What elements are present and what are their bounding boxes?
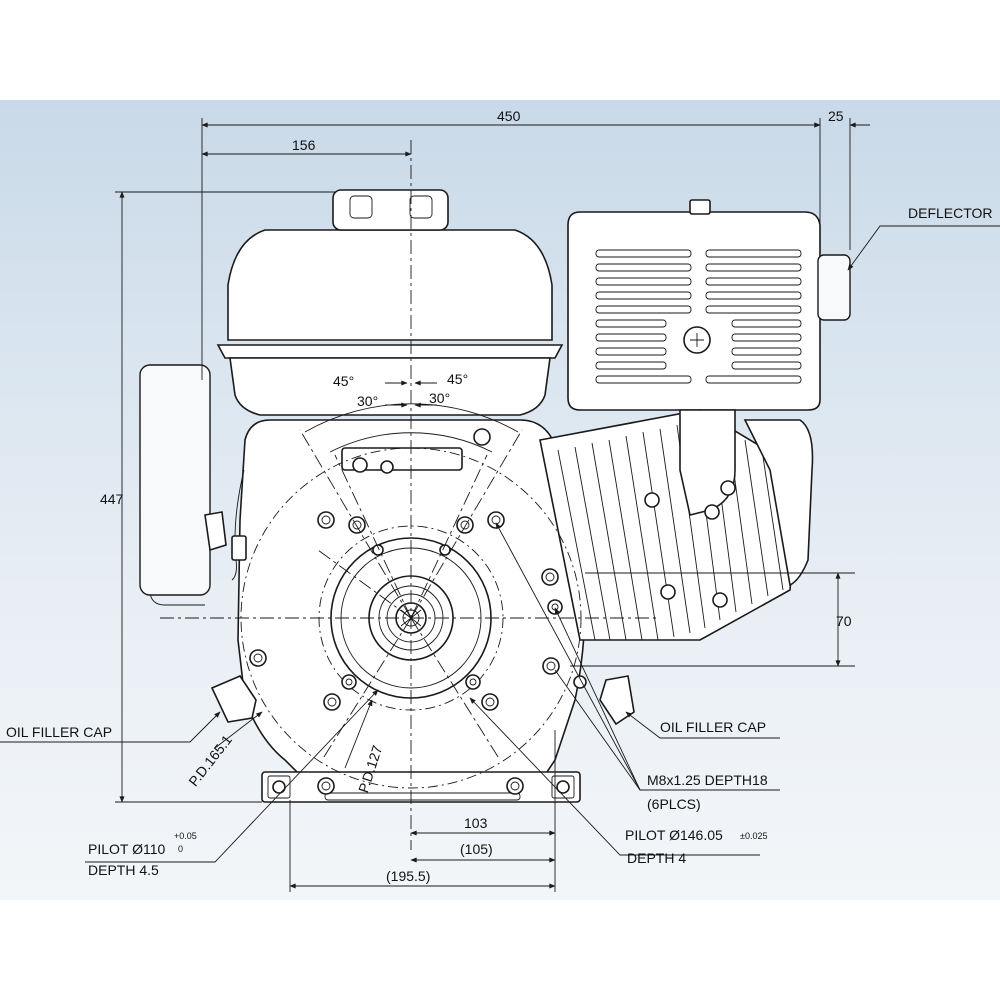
- head-bolt: [644, 492, 660, 508]
- fuel-cap: [332, 189, 449, 231]
- muffler-vents-left: [595, 249, 692, 384]
- oil-filler-cap-right: [599, 675, 635, 726]
- bolt-count-label: (6PLCS): [647, 796, 701, 812]
- angle-left-30-text: 30°: [357, 393, 379, 409]
- fuel-cap-grip-left: [349, 195, 373, 219]
- governor-bracket: [341, 447, 463, 471]
- mounting-base: [261, 771, 581, 803]
- leader-oil-filler-left: [0, 711, 221, 743]
- head-bolt: [712, 592, 728, 608]
- pilot-110-label: PILOT Ø110: [88, 841, 166, 857]
- dim-70-text: 70: [836, 613, 852, 629]
- dim-105-text: (105): [460, 841, 493, 857]
- leader-pilot-146: [469, 697, 760, 856]
- oil-filler-left-label: OIL FILLER CAP: [6, 724, 113, 740]
- oil-filler-cap-left: [210, 675, 257, 723]
- pilot-110-tol-lower: 0: [178, 844, 184, 854]
- inner-pcd-bolts: [341, 516, 481, 690]
- muffler-vents-right: [705, 249, 802, 384]
- pilot-146-tol: ±0.025: [740, 831, 768, 841]
- leader-pilot-110: [85, 689, 379, 863]
- dim-25-text: 25: [828, 108, 844, 124]
- leader-deflector: [847, 225, 1000, 271]
- fuel-tank-lower: [229, 357, 551, 416]
- deflector: [817, 254, 851, 321]
- fuel-tank: [227, 229, 553, 341]
- pilot-146-depth: DEPTH 4: [627, 850, 687, 866]
- oil-filler-right-label: OIL FILLER CAP: [660, 719, 767, 735]
- head-bolt: [660, 584, 676, 600]
- starter-box: [139, 364, 211, 596]
- deflector-label: DEFLECTOR: [908, 205, 993, 221]
- angle-right-45-text: 45°: [447, 371, 469, 387]
- outer-pcd-bolts: [249, 511, 587, 795]
- fuel-cap-grip-right: [409, 195, 433, 219]
- dim-195-text: (195.5): [386, 868, 431, 884]
- head-bolt: [704, 504, 720, 520]
- pilot-146-label: PILOT Ø146.05: [625, 827, 723, 843]
- pilot-110-depth: DEPTH 4.5: [88, 862, 159, 878]
- angle-arc-45: [304, 403, 519, 433]
- angle-right-30-text: 30°: [429, 390, 451, 406]
- pilot-110-tol-upper: +0.05: [174, 831, 197, 841]
- head-bolt: [720, 480, 736, 496]
- dim-450-text: 450: [497, 108, 521, 124]
- leader-oil-filler-right: [625, 711, 780, 739]
- fuel-tank-rim: [216, 344, 564, 359]
- rocker-cover: [743, 419, 814, 587]
- muffler: [567, 211, 821, 411]
- angle-left-45-text: 45°: [333, 373, 355, 389]
- bolt-spec-label: M8x1.25 DEPTH18: [647, 772, 768, 788]
- dim-156-text: 156: [292, 137, 316, 153]
- bolt: [473, 428, 491, 446]
- angle-arc-30: [329, 432, 493, 453]
- muffler-top-tab: [689, 199, 711, 215]
- dim-103-text: 103: [464, 815, 488, 831]
- dim-447-text: 447: [100, 491, 124, 507]
